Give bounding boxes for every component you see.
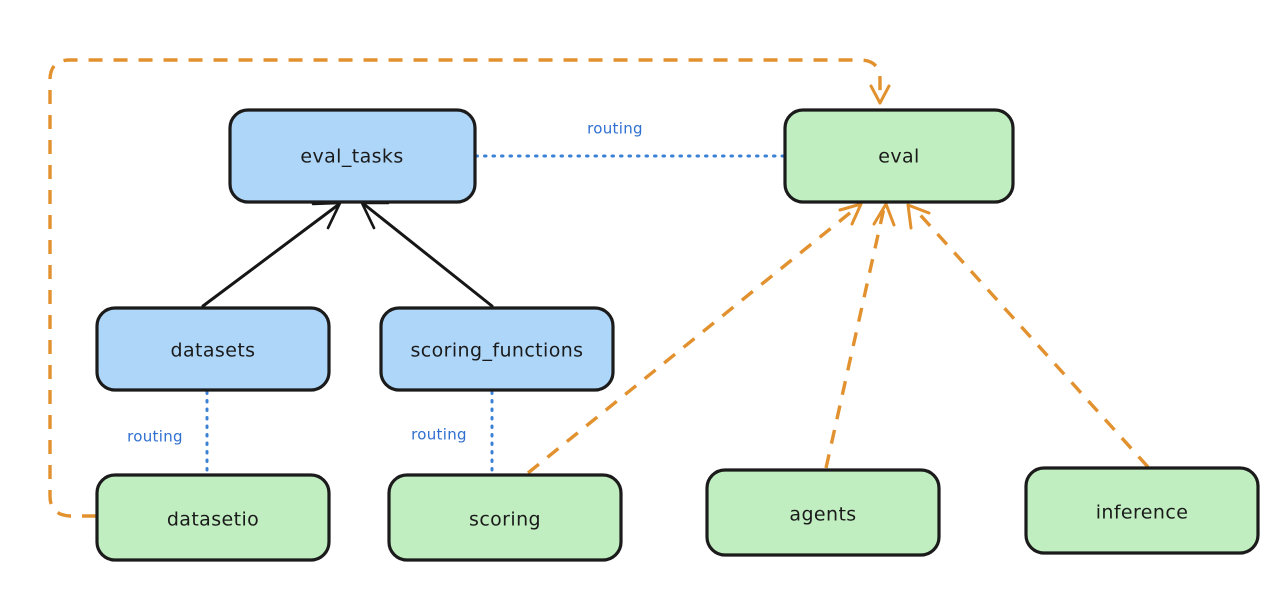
node-scoring_functions[interactable]: scoring_functions (379, 306, 615, 392)
edge-agents-to-eval[interactable] (824, 202, 896, 469)
node-datasetio-shape (95, 473, 331, 562)
node-agents-label: agents (789, 504, 856, 526)
arrowhead-inference (906, 203, 931, 230)
node-scoring-shape (387, 473, 623, 562)
node-agents-shape (705, 468, 941, 557)
node-datasetio-label: datasetio (167, 509, 259, 531)
node-scoring_functions-shape (379, 306, 615, 392)
node-datasets[interactable]: datasets (95, 306, 331, 392)
edge-scoring_functions-to-eval_tasks[interactable] (360, 201, 494, 308)
node-datasets-shape (95, 306, 331, 392)
solid-edge-group (201, 201, 494, 308)
node-eval_tasks[interactable]: eval_tasks (228, 108, 477, 204)
edge-label-routing-left: routing (127, 428, 183, 446)
arrowhead-scoring (838, 202, 863, 226)
node-eval_tasks-shape (228, 108, 477, 204)
node-group: eval_tasks eval datasets scoring_functio… (95, 108, 1260, 562)
arrowhead-agents (872, 202, 896, 227)
edge-label-routing-top: routing (587, 120, 643, 138)
routing-edge-group (205, 154, 786, 476)
node-agents[interactable]: agents (705, 468, 941, 557)
node-scoring[interactable]: scoring (387, 473, 623, 562)
node-datasetio[interactable]: datasetio (95, 473, 331, 562)
edge-inference-to-eval[interactable] (906, 203, 1150, 469)
node-eval_tasks-label: eval_tasks (300, 146, 403, 168)
edge-datasetio-to-eval[interactable] (48, 58, 891, 518)
dashed-edge-group (48, 58, 1150, 518)
node-inference[interactable]: inference (1024, 466, 1260, 555)
node-scoring-label: scoring (469, 509, 541, 531)
edge-datasets-to-eval_tasks[interactable] (201, 201, 342, 308)
edge-label-group: routing routing routing (127, 120, 643, 446)
edge-scoring-to-eval[interactable] (526, 202, 863, 475)
arrowhead-top (869, 84, 891, 105)
node-eval-label: eval (878, 146, 919, 168)
edge-label-routing-middle: routing (411, 426, 467, 444)
node-eval-shape (783, 108, 1015, 204)
node-inference-shape (1024, 466, 1260, 555)
node-eval[interactable]: eval (783, 108, 1015, 204)
node-datasets-label: datasets (171, 340, 256, 362)
node-inference-label: inference (1096, 502, 1189, 524)
node-scoring_functions-label: scoring_functions (411, 340, 584, 362)
